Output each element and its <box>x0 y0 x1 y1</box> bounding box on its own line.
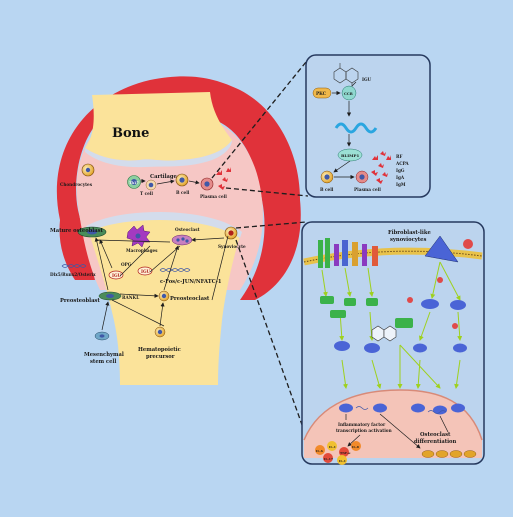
blimp1-bcell-arrow <box>333 160 351 173</box>
bcell-to-plasma-arrow <box>188 180 200 185</box>
cytokine-1: IL-1 <box>329 445 336 449</box>
joint-illustration: Bone Cartilage Chondrocytes Th17 T cell … <box>50 76 301 385</box>
cytokine-4: IL-17 <box>324 457 333 461</box>
bottom-panel: Fibroblast-like synoviocytes <box>301 221 485 465</box>
stem-cell-label: stem cell <box>90 359 116 365</box>
cytokine-5: IL-1 <box>339 459 346 463</box>
connector-lines <box>211 61 309 437</box>
signaling-nodes <box>320 277 467 353</box>
dna-helix-right <box>159 268 191 272</box>
t-cell-label: T cell <box>140 191 153 196</box>
t-cell <box>145 179 157 191</box>
b-cell-label: B cell <box>176 190 190 195</box>
upper-cartilage <box>85 140 232 168</box>
cytokine-3: IL-8 <box>352 445 359 449</box>
osteoclast-arrow-a <box>439 415 449 433</box>
bone-arrows <box>94 235 229 331</box>
preosteoclast-cell <box>158 290 170 302</box>
lower-cartilage <box>86 212 242 238</box>
preosteoclast-label: Preosteoclast <box>170 296 210 302</box>
top-antibody-cluster <box>371 151 391 184</box>
upper-bone <box>85 92 232 161</box>
cytokine-dots <box>315 441 361 465</box>
tcell-to-bcell-arrow <box>156 179 175 185</box>
cytokine-2: TNF-α <box>340 451 351 455</box>
rankl-label: RANKL <box>122 295 139 300</box>
th17-label: Th17 <box>129 181 139 185</box>
inflammatory-line1: Inflammatory factor <box>338 422 386 427</box>
antibody-igg: IgG <box>396 168 405 173</box>
igu-marker-right <box>137 266 153 276</box>
blimp1-label: BLIMP1 <box>341 153 360 158</box>
igu-molecule-top <box>333 63 359 88</box>
dna-helix-left <box>61 264 87 268</box>
ccr-node <box>341 85 357 101</box>
inflammatory-line2: transcription activation <box>336 428 392 433</box>
mesenchymal-label: Mesenchymal <box>84 352 124 358</box>
antibody-rf: RF <box>396 154 402 159</box>
macrophages-label: Macrophages <box>126 248 158 253</box>
plasma-cell <box>200 177 214 191</box>
pkc-label: PKC <box>316 91 327 96</box>
th17-cell <box>127 175 141 189</box>
igu-molecule-center <box>371 325 397 342</box>
precursor-label: precursor <box>146 354 175 360</box>
plasma-cell-label: Plasma cell <box>200 194 227 199</box>
top-panel: IGU PKC CCR BLIMP1 B cell Plasma cell <box>305 54 431 198</box>
preosteoblast-label: Preosteoblast <box>60 298 100 304</box>
inflammation-arrow-b <box>347 434 361 447</box>
mature-osteoblast-cell <box>77 226 107 238</box>
osteoclast-label: Osteoclast <box>175 227 200 232</box>
pkc-node <box>312 87 332 99</box>
synoviocyte-label: Synoviocyte <box>218 244 246 249</box>
osteoclast-diff-line2: differentiation <box>414 439 457 445</box>
nuclear-factors <box>339 403 465 415</box>
runx2-label: Dlx5/Runx2/Osterix <box>50 272 96 277</box>
top-plasma-label: Plasma cell <box>354 187 381 192</box>
antibody-igm: IgM <box>396 182 406 187</box>
top-b-cell-label: B cell <box>320 187 334 192</box>
igu-marker-left <box>108 270 124 280</box>
osteoclast-arrow-b <box>379 413 421 449</box>
igu-left-label: IGU <box>112 273 122 278</box>
hematopoietic-precursor-cell <box>154 326 166 338</box>
opg-label: OPG <box>121 262 132 267</box>
fls-title-line2: synoviocytes <box>390 237 426 243</box>
bone-title: Bone <box>112 126 149 141</box>
igu-ccr-link <box>351 81 357 87</box>
b-cell <box>175 173 189 187</box>
antibody-iga: IgA <box>396 175 405 180</box>
chondrocyte-cell <box>81 163 95 177</box>
top-plasma-cell <box>355 170 369 184</box>
nfatc-label: c-Fos/c-JUN/NFATC-1 <box>160 279 222 285</box>
osteoclast-cell <box>171 234 193 246</box>
cell-membrane <box>303 247 483 266</box>
chondrocytes-label: Chondrocytes <box>60 182 93 187</box>
cytokine-0: IL-6 <box>316 449 323 453</box>
synovium-membrane <box>56 76 301 300</box>
ccr-label: CCR <box>344 92 353 96</box>
lower-bone <box>88 218 240 385</box>
synoviocyte-cell <box>224 226 238 240</box>
top-igu-label: IGU <box>362 77 372 82</box>
dna-wave-top <box>334 122 378 134</box>
igu-right-label: IGU <box>141 269 151 274</box>
cartilage-label: Cartilage <box>150 174 178 180</box>
antibody-acpa: ACPA <box>395 161 409 166</box>
antibody-cluster <box>216 167 231 190</box>
differentiated-osteoclasts <box>421 450 477 458</box>
osteoclast-diff-line1: Osteoclast <box>420 432 451 438</box>
hematopoietic-label: Hematopoietic <box>138 347 181 353</box>
membrane-receptors <box>318 235 473 268</box>
mesenchymal-stem-cell <box>94 331 110 341</box>
top-b-cell <box>320 170 334 184</box>
fls-title-line1: Fibroblast-like <box>388 230 431 236</box>
mature-osteoblast-label: Mature osteoblast <box>50 228 104 234</box>
preosteoblast-cell <box>98 291 122 301</box>
pathway-arrows <box>321 261 463 389</box>
